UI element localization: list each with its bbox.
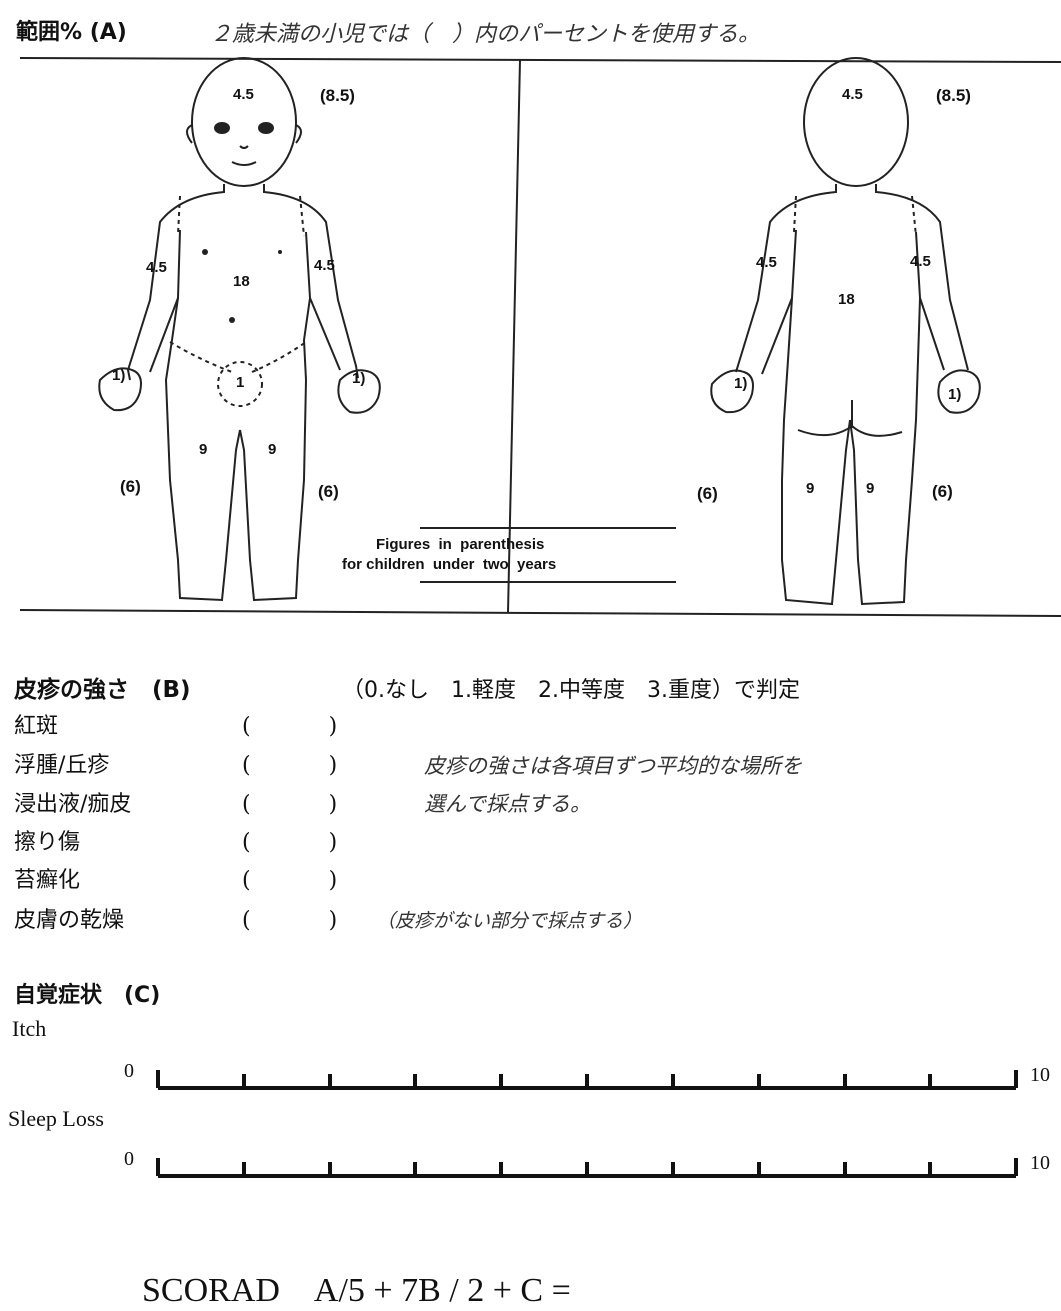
front-leg-right-value: 9 — [268, 441, 276, 458]
section-c-title: 自覚症状 (C) — [14, 977, 160, 1009]
intensity-note-line2: 選んで採点する。 — [424, 788, 591, 818]
sleep-loss-label: Sleep Loss — [8, 1106, 104, 1132]
front-hand-left-value: 1) — [112, 367, 125, 384]
back-arm-right-value: 4.5 — [910, 253, 931, 270]
front-trunk-value: 18 — [233, 273, 250, 290]
front-figure — [99, 58, 380, 600]
itch-min: 0 — [124, 1060, 134, 1083]
front-head-value: 4.5 — [233, 86, 254, 103]
back-hand-right-value: 1) — [948, 386, 961, 403]
back-hand-left-value: 1) — [734, 375, 747, 392]
item-lichenification-label: 苔癬化 — [14, 862, 80, 894]
front-arm-right-value: 4.5 — [314, 257, 335, 274]
sleep-loss-scale-ruler[interactable] — [158, 1158, 1016, 1176]
front-hand-right-value: 1) — [352, 370, 365, 387]
sleep-loss-max: 10 — [1030, 1152, 1050, 1175]
item-oozing-score[interactable]: ( ) — [242, 786, 365, 818]
itch-label: Itch — [12, 1016, 46, 1042]
section-b-scale: （0.なし 1.軽度 2.中等度 3.重度）で判定 — [342, 672, 800, 704]
front-leg-child-right-value: (6) — [318, 482, 339, 502]
back-arm-left-value: 4.5 — [756, 254, 777, 271]
item-edema-score[interactable]: ( ) — [242, 747, 365, 779]
intensity-note-line1: 皮疹の強さは各項目ずつ平均的な場所を — [424, 750, 802, 780]
itch-scale-ruler[interactable] — [158, 1070, 1016, 1088]
item-edema-label: 浮腫/丘疹 — [14, 747, 109, 779]
item-dryness-score[interactable]: ( ) — [242, 902, 365, 934]
back-trunk-value: 18 — [838, 291, 855, 308]
item-erythema-score[interactable]: ( ) — [242, 708, 365, 740]
item-excoriation-label: 擦り傷 — [14, 824, 80, 856]
front-head-child-value: (8.5) — [320, 86, 355, 106]
item-dryness-label: 皮膚の乾燥 — [14, 902, 124, 934]
back-head-child-value: (8.5) — [936, 86, 971, 106]
back-leg-right-value: 9 — [866, 480, 874, 497]
section-b-title: 皮疹の強さ (B) — [14, 670, 191, 704]
back-leg-left-value: 9 — [806, 480, 814, 497]
item-lichenification-score[interactable]: ( ) — [242, 862, 365, 894]
item-erythema-label: 紅斑 — [14, 708, 58, 740]
front-leg-left-value: 9 — [199, 441, 207, 458]
back-leg-child-left-value: (6) — [697, 484, 718, 504]
item-oozing-label: 浸出液/痂皮 — [14, 786, 131, 818]
figure-note-line1: Figures in parenthesis — [376, 536, 544, 553]
sleep-loss-min: 0 — [124, 1148, 134, 1171]
front-leg-child-left-value: (6) — [120, 477, 141, 497]
dryness-note: （皮疹がない部分で採点する） — [376, 906, 642, 933]
back-leg-child-right-value: (6) — [932, 482, 953, 502]
back-head-value: 4.5 — [842, 86, 863, 103]
figure-note-line2: for children under two years — [342, 556, 556, 573]
front-arm-left-value: 4.5 — [146, 259, 167, 276]
back-figure — [711, 58, 980, 604]
item-excoriation-score[interactable]: ( ) — [242, 824, 365, 856]
front-genital-value: 1 — [236, 374, 244, 391]
itch-max: 10 — [1030, 1064, 1050, 1087]
